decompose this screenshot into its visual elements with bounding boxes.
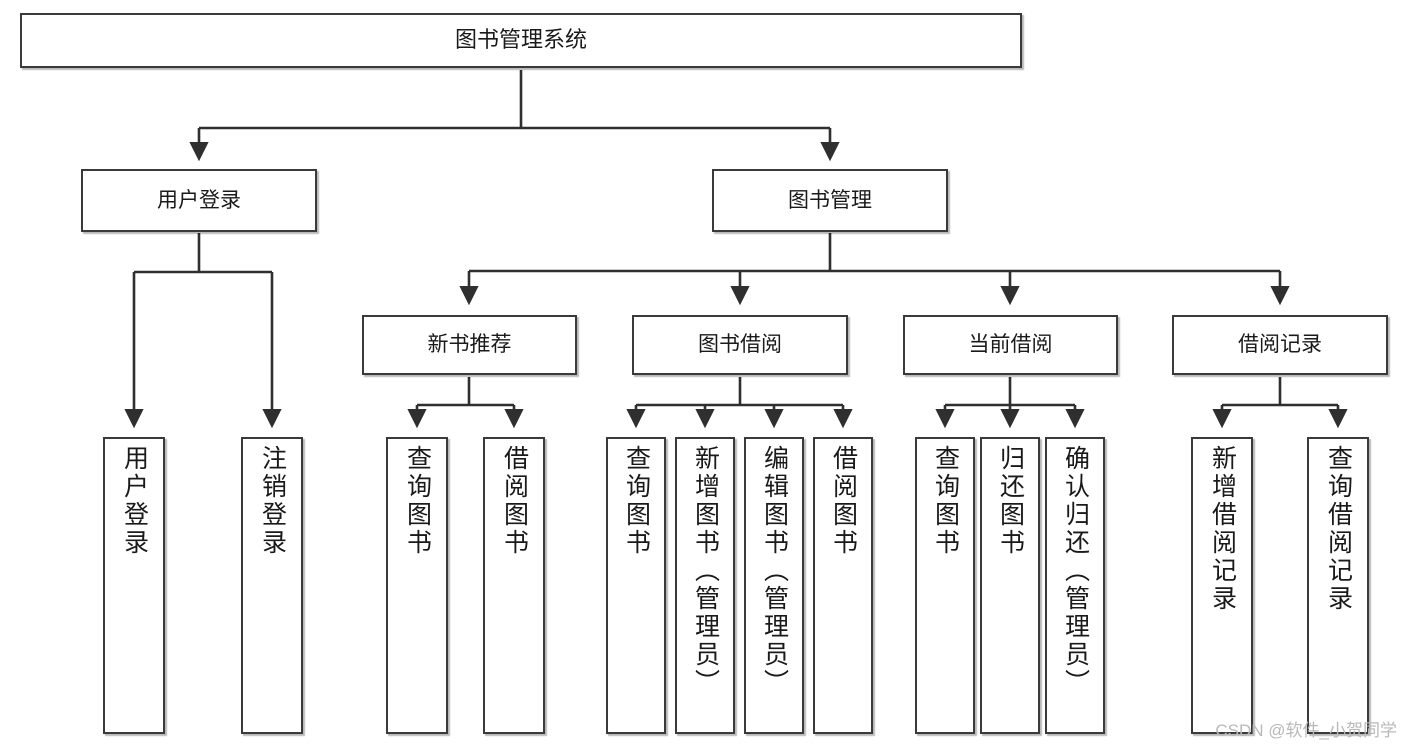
node-new-book-recommend[interactable]: 新书推荐 xyxy=(362,315,577,375)
leaf-current-borrow-return-label: 归还图书 xyxy=(996,445,1025,557)
node-borrow-record-label: 借阅记录 xyxy=(1238,333,1322,357)
node-new-book-recommend-label: 新书推荐 xyxy=(427,333,512,357)
leaf-book-borrow-query-label: 查询图书 xyxy=(622,445,651,557)
leaf-book-borrow-borrow[interactable]: 借阅图书 xyxy=(813,437,873,734)
node-current-borrow-label: 当前借阅 xyxy=(968,333,1053,357)
leaf-book-borrow-query[interactable]: 查询图书 xyxy=(606,437,666,734)
node-root-label: 图书管理系统 xyxy=(454,27,587,53)
node-user-login[interactable]: 用户登录 xyxy=(81,169,317,232)
node-book-management-label: 图书管理 xyxy=(788,188,872,212)
node-current-borrow[interactable]: 当前借阅 xyxy=(903,315,1118,375)
leaf-new-book-borrow[interactable]: 借阅图书 xyxy=(483,437,545,734)
leaf-current-borrow-query-label: 查询图书 xyxy=(931,445,960,557)
node-book-management[interactable]: 图书管理 xyxy=(712,169,948,232)
leaf-user-login-login[interactable]: 用户登录 xyxy=(103,437,165,734)
node-user-login-label: 用户登录 xyxy=(157,188,241,212)
leaf-book-borrow-add-label: 新增图书（管理员） xyxy=(691,445,720,697)
leaf-borrow-record-add[interactable]: 新增借阅记录 xyxy=(1191,437,1253,734)
leaf-current-borrow-confirm-label: 确认归还（管理员） xyxy=(1061,445,1090,697)
leaf-book-borrow-borrow-label: 借阅图书 xyxy=(829,445,858,557)
node-book-borrow-label: 图书借阅 xyxy=(698,333,782,357)
leaf-book-borrow-edit[interactable]: 编辑图书（管理员） xyxy=(744,437,804,734)
leaf-borrow-record-add-label: 新增借阅记录 xyxy=(1208,445,1237,613)
node-root[interactable]: 图书管理系统 xyxy=(20,13,1022,68)
node-book-borrow[interactable]: 图书借阅 xyxy=(632,315,848,375)
leaf-new-book-query-label: 查询图书 xyxy=(403,445,432,557)
leaf-borrow-record-query-label: 查询借阅记录 xyxy=(1324,445,1353,613)
leaf-book-borrow-add[interactable]: 新增图书（管理员） xyxy=(675,437,735,734)
leaf-user-login-logout-label: 注销登录 xyxy=(258,445,287,557)
leaf-current-borrow-return[interactable]: 归还图书 xyxy=(980,437,1040,734)
leaf-current-borrow-query[interactable]: 查询图书 xyxy=(915,437,975,734)
csdn-watermark: CSDN @软件_小贺同学 xyxy=(1215,721,1397,740)
leaf-book-borrow-edit-label: 编辑图书（管理员） xyxy=(760,445,789,697)
leaf-new-book-borrow-label: 借阅图书 xyxy=(500,445,529,557)
leaf-user-login-login-label: 用户登录 xyxy=(120,445,149,557)
node-borrow-record[interactable]: 借阅记录 xyxy=(1172,315,1388,375)
leaf-current-borrow-confirm[interactable]: 确认归还（管理员） xyxy=(1045,437,1105,734)
leaf-new-book-query[interactable]: 查询图书 xyxy=(386,437,448,734)
leaf-borrow-record-query[interactable]: 查询借阅记录 xyxy=(1307,437,1369,734)
leaf-user-login-logout[interactable]: 注销登录 xyxy=(241,437,303,734)
